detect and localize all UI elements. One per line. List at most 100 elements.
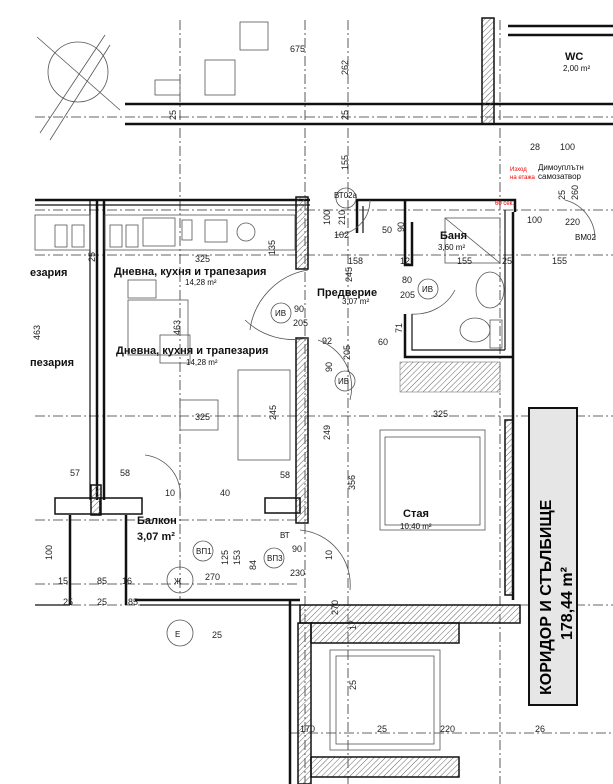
dimension-label: 210 [337, 210, 347, 225]
dimension-label: 28 [530, 142, 540, 152]
door-tag: ВМ02 [575, 233, 596, 242]
dimension-label: 85 [97, 576, 107, 586]
dimension-labels: 675 262 25 25 155 100 210 102 50 90 158 12 155 25 155 3… [32, 44, 580, 734]
dimension-label: 463 [32, 325, 42, 340]
dimension-label: 25 [212, 630, 222, 640]
dimension-label: 25 [557, 190, 567, 200]
room-hall-name: Предверие [317, 287, 377, 299]
dimension-label: 325 [433, 409, 448, 419]
room-wc-area: 2,00 m² [563, 64, 590, 73]
room-partial-1: езария [30, 267, 67, 279]
room-hall-area: 3,07 m² [342, 297, 369, 306]
dimension-label: 230 [290, 568, 305, 578]
dimension-label: 155 [340, 155, 350, 170]
dimension-label: 10 [324, 550, 334, 560]
dimension-label: 50 [382, 225, 392, 235]
room-living-1-area: 14,28 m² [185, 278, 217, 287]
door-tag: ВТ02а [334, 191, 358, 200]
dimension-label: 270 [330, 600, 340, 615]
section-tag: Е [175, 630, 180, 639]
dimension-label: 245 [344, 267, 354, 282]
door-tag: ИВ [275, 309, 286, 318]
room-balcony-area: 3,07 m² [137, 531, 175, 543]
dimension-label: 84 [248, 560, 258, 570]
dimension-label: 25 [87, 252, 97, 262]
dimension-label: 158 [348, 256, 363, 266]
dimension-label: 249 [322, 425, 332, 440]
room-bath-name: Баня [440, 230, 467, 242]
dimension-label: 153 [232, 550, 242, 565]
dimension-label: 60 [378, 337, 388, 347]
dimension-label: 245 [268, 405, 278, 420]
dimension-label: 155 [552, 256, 567, 266]
dimension-label: 16 [122, 576, 132, 586]
dimension-label: 356 [347, 475, 357, 490]
dimension-label: 260 [570, 185, 580, 200]
dimension-label: 90 [396, 222, 406, 232]
dimension-label: 57 [70, 468, 80, 478]
dimension-label: 100 [44, 545, 54, 560]
door-tag: ИВ [422, 285, 433, 294]
door-tag: ВП1 [196, 547, 212, 556]
dimension-label: 58 [120, 468, 130, 478]
dimension-label: 58 [280, 470, 290, 480]
dimension-label: 262 [340, 60, 350, 75]
dimension-label: 25 [348, 680, 358, 690]
dimension-label: 100 [322, 210, 332, 225]
corridor-name: КОРИДОР И СТЪЛБИЩЕ [538, 499, 555, 695]
room-partial-2: пезария [30, 357, 74, 369]
dimension-label: 205 [293, 318, 308, 328]
dimension-label: 270 [205, 572, 220, 582]
dimension-label: 102 [334, 230, 349, 240]
dimension-label: 12 [400, 256, 410, 266]
dimension-label: 85 [128, 597, 138, 607]
dimension-label: 25 [63, 597, 73, 607]
dimension-label: 25 [377, 724, 387, 734]
red-note: Изход [510, 167, 527, 173]
dimension-label: 40 [220, 488, 230, 498]
corridor-area: 178,44 m² [559, 567, 576, 640]
room-bedroom-name: Стая [403, 508, 429, 520]
room-balcony-name: Балкон [137, 515, 177, 527]
red-note: 60 сек. [495, 201, 514, 207]
dimension-label: 25 [168, 110, 178, 120]
note: Димоуплътн [538, 163, 584, 172]
dimension-label: 155 [457, 256, 472, 266]
dimension-label: 135 [267, 240, 277, 255]
section-tag: Ж [174, 577, 182, 586]
dimension-label: 100 [527, 215, 542, 225]
dimension-label: 220 [440, 724, 455, 734]
dimension-label: 205 [400, 290, 415, 300]
room-living-2-area: 14,28 m² [186, 358, 218, 367]
dimension-label: 325 [195, 254, 210, 264]
walls [34, 17, 613, 784]
note: самозатвор [538, 172, 582, 181]
room-bedroom-area: 10,40 m² [400, 522, 432, 531]
dimension-label: 463 [172, 320, 182, 335]
dimension-label: 17 [348, 620, 358, 630]
red-note: на етажа [510, 175, 535, 181]
dimension-label: 170 [300, 724, 315, 734]
dimension-label: 220 [565, 217, 580, 227]
dimension-label: 675 [290, 44, 305, 54]
corridor-label-box: КОРИДОР И СТЪЛБИЩЕ 178,44 m² [528, 407, 578, 706]
dimension-label: 100 [560, 142, 575, 152]
dimension-label: 125 [220, 550, 230, 565]
north-arrow-icon [36, 34, 121, 141]
dimension-label: 71 [394, 323, 404, 333]
dimension-label: 25 [97, 597, 107, 607]
door-tags: ВТ02а ИВ ИВ ИВ ВП1 ВП3 ВТ ВМ02 Ж Е [166, 187, 596, 647]
dimension-label: 10 [165, 488, 175, 498]
grid-axes [35, 20, 613, 784]
dimension-label: 90 [292, 544, 302, 554]
dimension-label: 15 [58, 576, 68, 586]
door-tag: ИВ [338, 377, 349, 386]
room-bath-area: 3,60 m² [438, 243, 465, 252]
dimension-label: 92 [322, 336, 332, 346]
dimension-label: 25 [340, 110, 350, 120]
dimension-label: 25 [502, 256, 512, 266]
door-tag: ВТ [280, 531, 290, 540]
room-living-1-name: Дневна, кухня и трапезария [114, 266, 266, 278]
dimension-label: 90 [324, 362, 334, 372]
